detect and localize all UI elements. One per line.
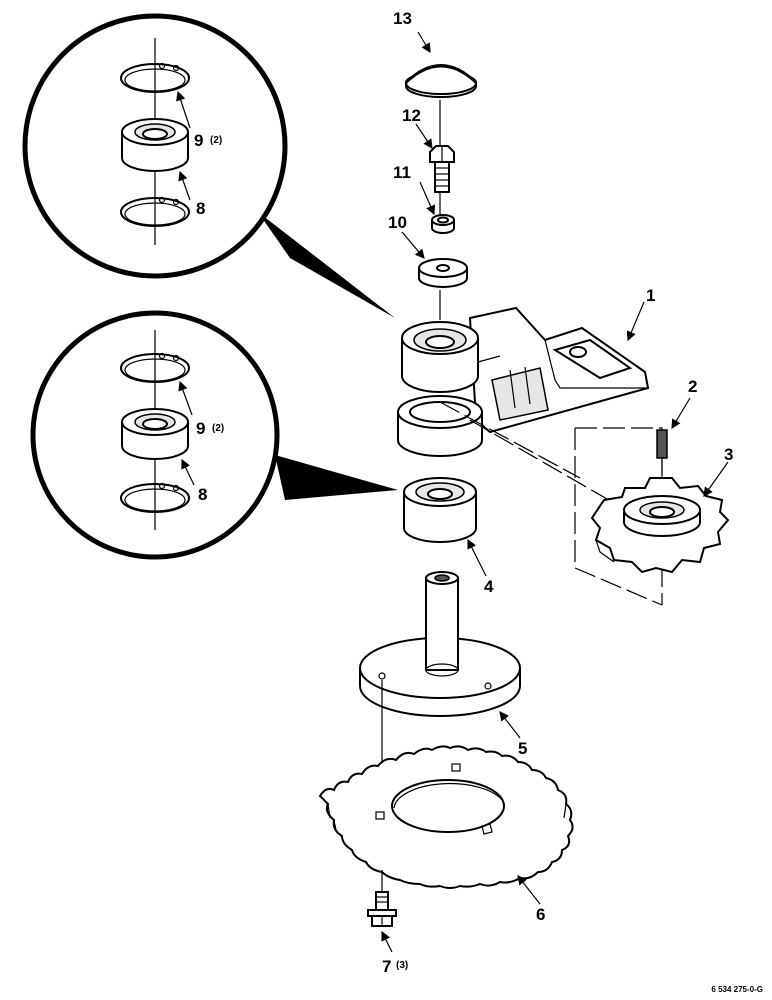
callout-8-upper: 8 — [196, 199, 205, 218]
lower-snap-ring-top — [120, 352, 190, 383]
shaft-plate-part-5 — [359, 571, 521, 717]
callout-5: 5 — [518, 739, 527, 758]
screw-part-7 — [367, 870, 397, 927]
callout-9-lower-qty: (2) — [212, 423, 224, 434]
callout-10: 10 — [388, 213, 407, 232]
lower-snap-ring-bottom — [120, 482, 190, 513]
lower-detail-pointer — [275, 455, 398, 500]
callout-8-lower: 8 — [198, 485, 207, 504]
bolt-part-12 — [429, 145, 455, 193]
callout-1: 1 — [646, 286, 655, 305]
document-number: 6 534 275-0-G — [711, 985, 763, 994]
cap-part-13 — [405, 64, 477, 98]
washer-part-10 — [418, 258, 468, 288]
disc-part-6 — [318, 745, 574, 889]
callout-13: 13 — [393, 9, 412, 28]
arm-bracket-part-1 — [401, 306, 650, 434]
callout-2: 2 — [688, 377, 697, 396]
callout-9-upper-qty: (2) — [210, 135, 222, 146]
spacer-ring — [397, 395, 483, 457]
callout-11: 11 — [393, 163, 411, 182]
upper-detail-pointer — [258, 212, 395, 318]
callout-9-lower: 9 — [196, 419, 205, 438]
callout-4: 4 — [484, 577, 494, 596]
callout-7-qty: (3) — [396, 960, 408, 971]
callout-3: 3 — [724, 445, 733, 464]
lockwasher-part-11 — [431, 214, 455, 234]
callout-6: 6 — [536, 905, 545, 924]
upper-detail-view: 9 (2) 8 — [22, 13, 395, 318]
lower-detail-view: 9 (2) 8 — [30, 310, 398, 560]
upper-snap-ring-top — [120, 62, 190, 93]
upper-snap-ring-bottom — [120, 196, 190, 227]
callout-9-upper: 9 — [194, 131, 203, 150]
bearing-part-4 — [403, 477, 477, 543]
upper-bearing — [121, 118, 189, 172]
lower-bearing — [121, 408, 189, 460]
sprocket-part-3 — [590, 477, 730, 574]
callout-7: 7 — [382, 957, 391, 976]
callout-12: 12 — [402, 106, 421, 125]
